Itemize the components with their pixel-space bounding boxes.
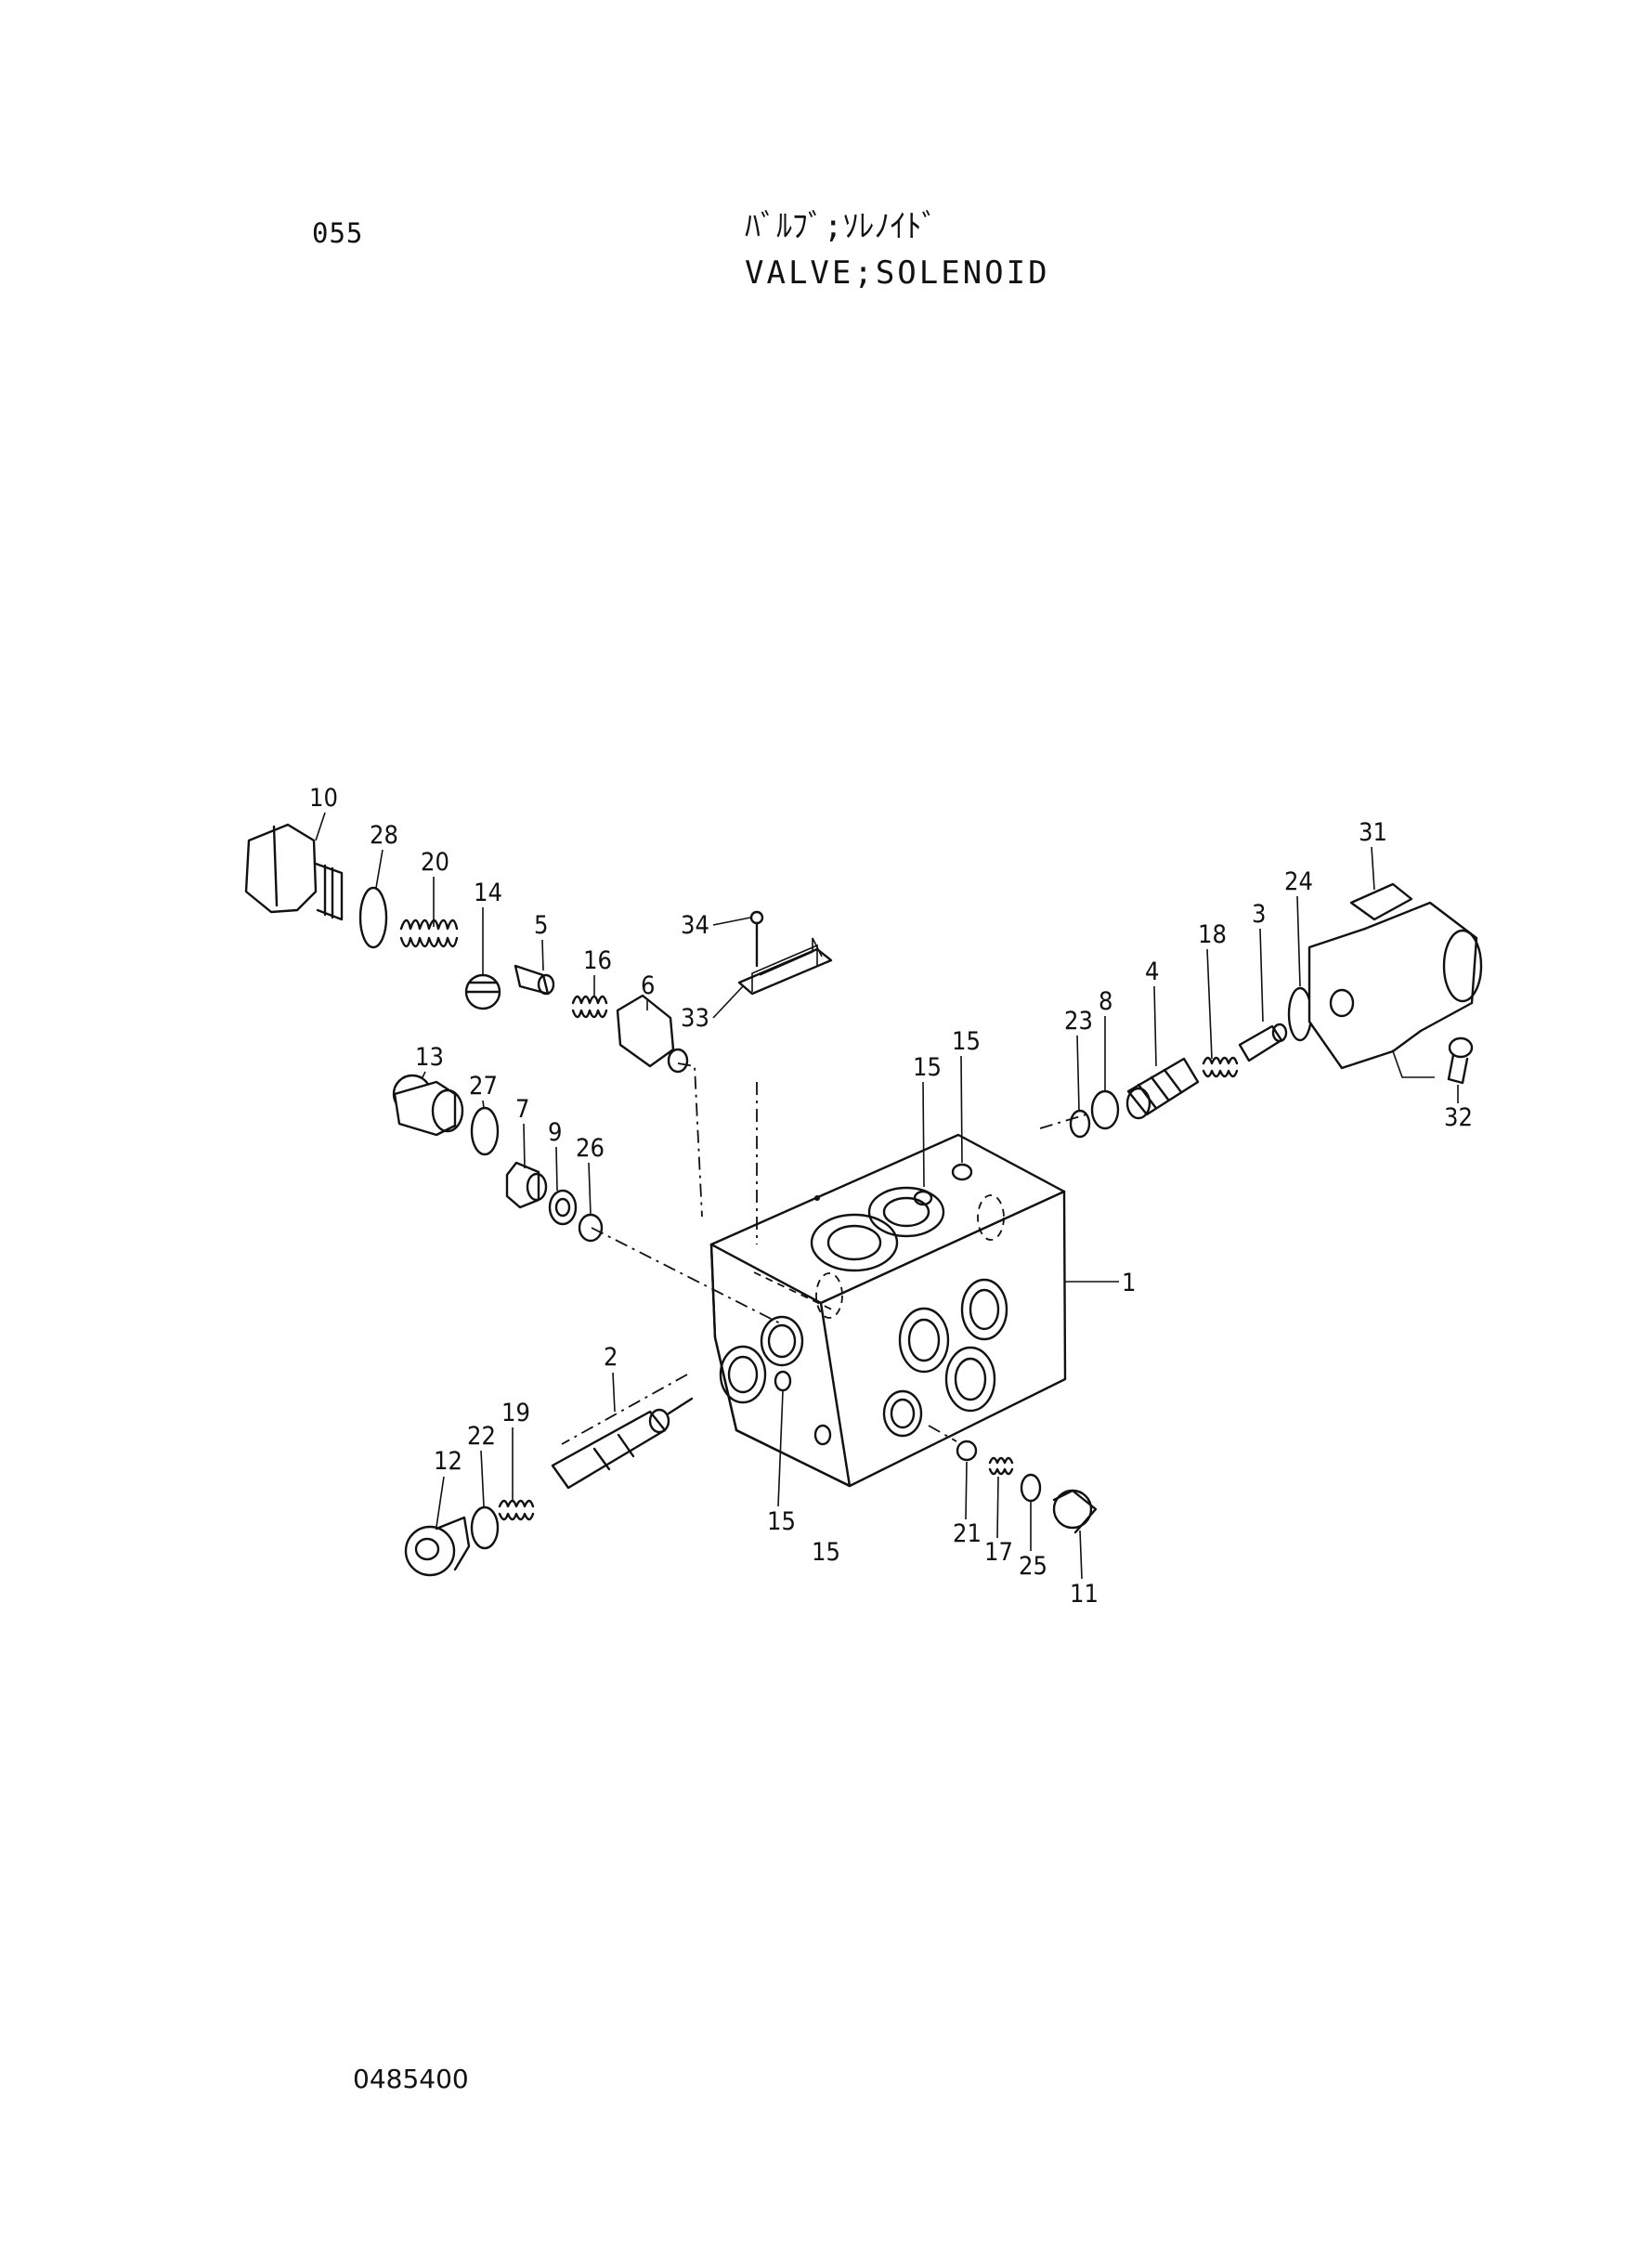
o-ring-27	[470, 1106, 500, 1156]
o-ring-26	[578, 1213, 604, 1243]
callout-label: 34	[681, 911, 709, 940]
nameplate-33	[737, 937, 833, 996]
o-ring-22	[470, 1505, 500, 1550]
callout-label: 22	[467, 1422, 496, 1451]
spring-18	[1202, 1056, 1239, 1078]
callout-label: 17	[984, 1538, 1013, 1567]
callout-label: 26	[576, 1134, 605, 1163]
callout-label: 24	[1284, 867, 1313, 896]
plug-11	[1052, 1489, 1098, 1534]
callout-label: 8	[1099, 987, 1112, 1016]
spring-17	[988, 1456, 1014, 1476]
callout-label: 33	[681, 1004, 709, 1033]
seat-7	[505, 1161, 548, 1209]
poppet-14	[464, 973, 501, 1010]
callout-label: 15	[913, 1053, 942, 1082]
ball-21	[956, 1440, 978, 1462]
callout-label: 21	[953, 1519, 982, 1548]
callout-label: 15	[952, 1027, 981, 1056]
callout-label: 11	[1070, 1580, 1099, 1609]
callout-label: 18	[1198, 920, 1227, 949]
page-number: 055	[312, 217, 364, 249]
callout-label: 32	[1444, 1103, 1473, 1132]
callout-label: 3	[1252, 900, 1266, 929]
o-ring-25	[1020, 1473, 1042, 1503]
callout-label: 7	[515, 1095, 529, 1124]
o-ring-24	[1287, 986, 1313, 1042]
callout-label: 28	[370, 821, 398, 850]
callout-label: 13	[415, 1043, 444, 1072]
callout-label: 15	[812, 1538, 840, 1567]
callout-label: 2	[604, 1343, 618, 1372]
callout-label: 16	[583, 946, 612, 975]
screw-32	[1447, 1036, 1474, 1085]
sleeve-4	[1125, 1057, 1200, 1120]
sleeve-6	[616, 994, 689, 1074]
spool-2	[551, 1397, 694, 1490]
ring-9	[548, 1189, 578, 1226]
rivet-34	[749, 910, 764, 968]
o-ring-23	[1069, 1109, 1091, 1139]
callout-label: 31	[1359, 818, 1387, 847]
callout-label: 27	[469, 1072, 498, 1101]
spool-3	[1238, 1023, 1288, 1062]
callout-label: 5	[534, 911, 548, 940]
title-japanese: ﾊﾞﾙﾌﾞ;ｿﾚﾉｲﾄﾞ	[745, 208, 938, 245]
callout-label: 12	[434, 1447, 462, 1476]
drawing-code: 0485400	[353, 2064, 469, 2094]
o-ring-28	[358, 886, 388, 949]
callout-label: 25	[1019, 1552, 1047, 1581]
callout-label: 14	[474, 879, 502, 907]
callout-label: 19	[501, 1399, 530, 1427]
spring-19	[498, 1499, 535, 1521]
ring-8	[1090, 1089, 1120, 1130]
plug-10	[244, 823, 344, 921]
spring-16	[571, 995, 608, 1019]
spring-20	[399, 919, 459, 948]
callout-label: 20	[421, 848, 449, 877]
plug-13	[392, 1074, 464, 1137]
piston-5	[514, 964, 555, 996]
callout-label: 4	[1145, 958, 1159, 986]
plug-12	[404, 1516, 471, 1577]
callout-label: 9	[548, 1118, 562, 1147]
valve-body	[709, 1133, 1067, 1488]
solenoid-31	[1307, 882, 1483, 1078]
callout-label: 6	[641, 971, 655, 1000]
center-lines	[561, 1062, 1119, 1445]
callout-label: 23	[1064, 1007, 1093, 1036]
callout-labels: 1 2 3 4 5 6 7 8 9 10 11 12 13 14 15 15 1…	[309, 784, 1473, 1609]
callout-label: 1	[1122, 1269, 1136, 1297]
callout-label: 15	[767, 1507, 796, 1536]
callout-label: 10	[309, 784, 338, 813]
title-english: VALVE;SOLENOID	[745, 254, 1050, 292]
